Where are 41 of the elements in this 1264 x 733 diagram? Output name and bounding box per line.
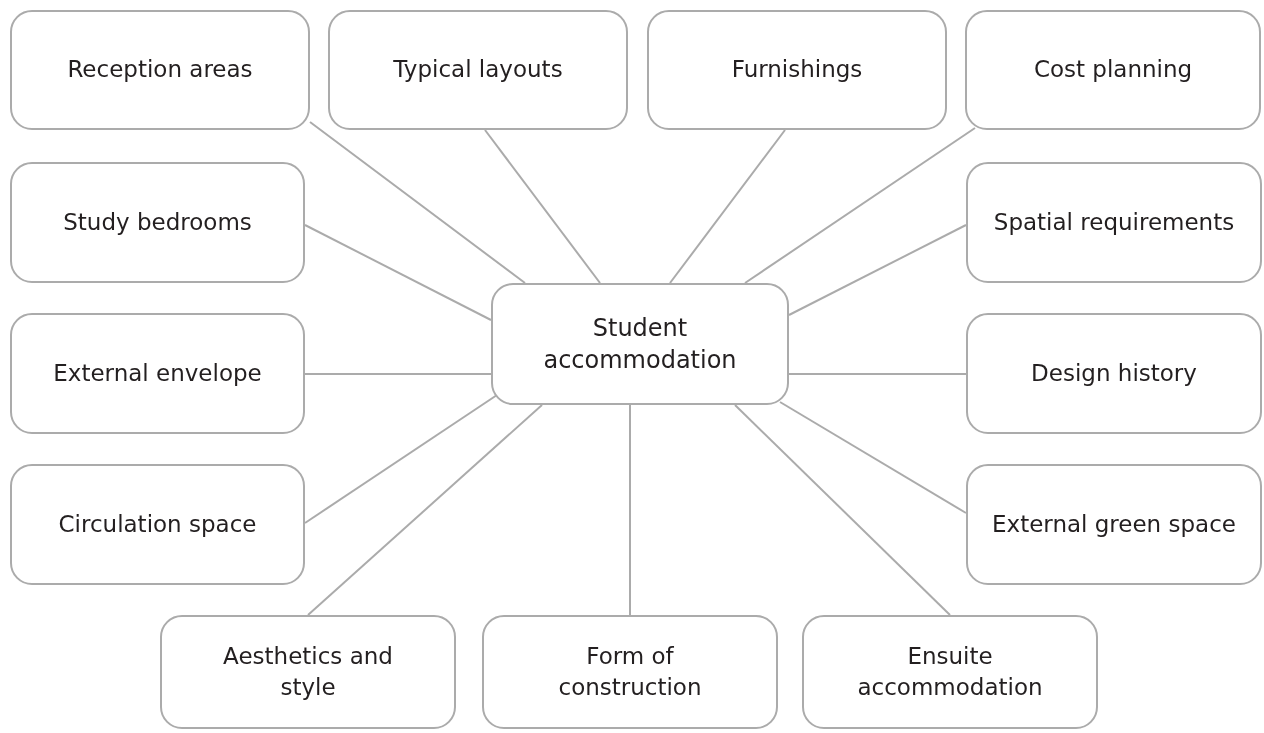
- topic-label: Student accommodation: [542, 312, 738, 376]
- topic-box: [328, 10, 628, 130]
- topic-box: [966, 162, 1262, 283]
- connector-line: [788, 224, 967, 316]
- connector-line: [484, 129, 601, 284]
- topic-label: Aesthetics and style: [222, 641, 394, 702]
- connector-line: [779, 401, 967, 514]
- connector-line: [304, 373, 492, 375]
- topic-label: Cost planning: [1033, 55, 1193, 85]
- topic-label: Design history: [1031, 358, 1197, 388]
- topic-label: Circulation space: [58, 509, 257, 539]
- topic-box: [802, 615, 1098, 729]
- topic-label: Form of construction: [557, 641, 703, 702]
- connector-line: [744, 127, 976, 284]
- topic-label: Furnishings: [731, 55, 863, 85]
- topic-box: [966, 313, 1262, 434]
- central-topic-box: [491, 283, 789, 405]
- topic-box: [10, 10, 310, 130]
- connector-line: [307, 404, 543, 616]
- topic-box: [10, 162, 305, 283]
- topic-box: [10, 313, 305, 434]
- connector-line: [788, 373, 967, 375]
- topic-box: [647, 10, 947, 130]
- connector-line: [304, 394, 498, 524]
- topic-label: External envelope: [53, 358, 262, 388]
- connector-line: [734, 404, 951, 616]
- topic-box: [482, 615, 778, 729]
- topic-box: [965, 10, 1261, 130]
- connector-line: [669, 129, 786, 284]
- topic-label: Spatial requirements: [993, 207, 1235, 237]
- topic-label: Study bedrooms: [63, 207, 252, 237]
- topic-label: Reception areas: [67, 55, 253, 85]
- topic-label: Typical layouts: [393, 55, 563, 85]
- connector-line: [309, 121, 526, 284]
- topic-label: External green space: [992, 509, 1236, 539]
- topic-label: Ensuite accommodation: [856, 641, 1044, 702]
- connector-line: [304, 224, 492, 321]
- topic-box: [10, 464, 305, 585]
- topic-box: [966, 464, 1262, 585]
- connector-line: [629, 404, 631, 616]
- topic-box: [160, 615, 456, 729]
